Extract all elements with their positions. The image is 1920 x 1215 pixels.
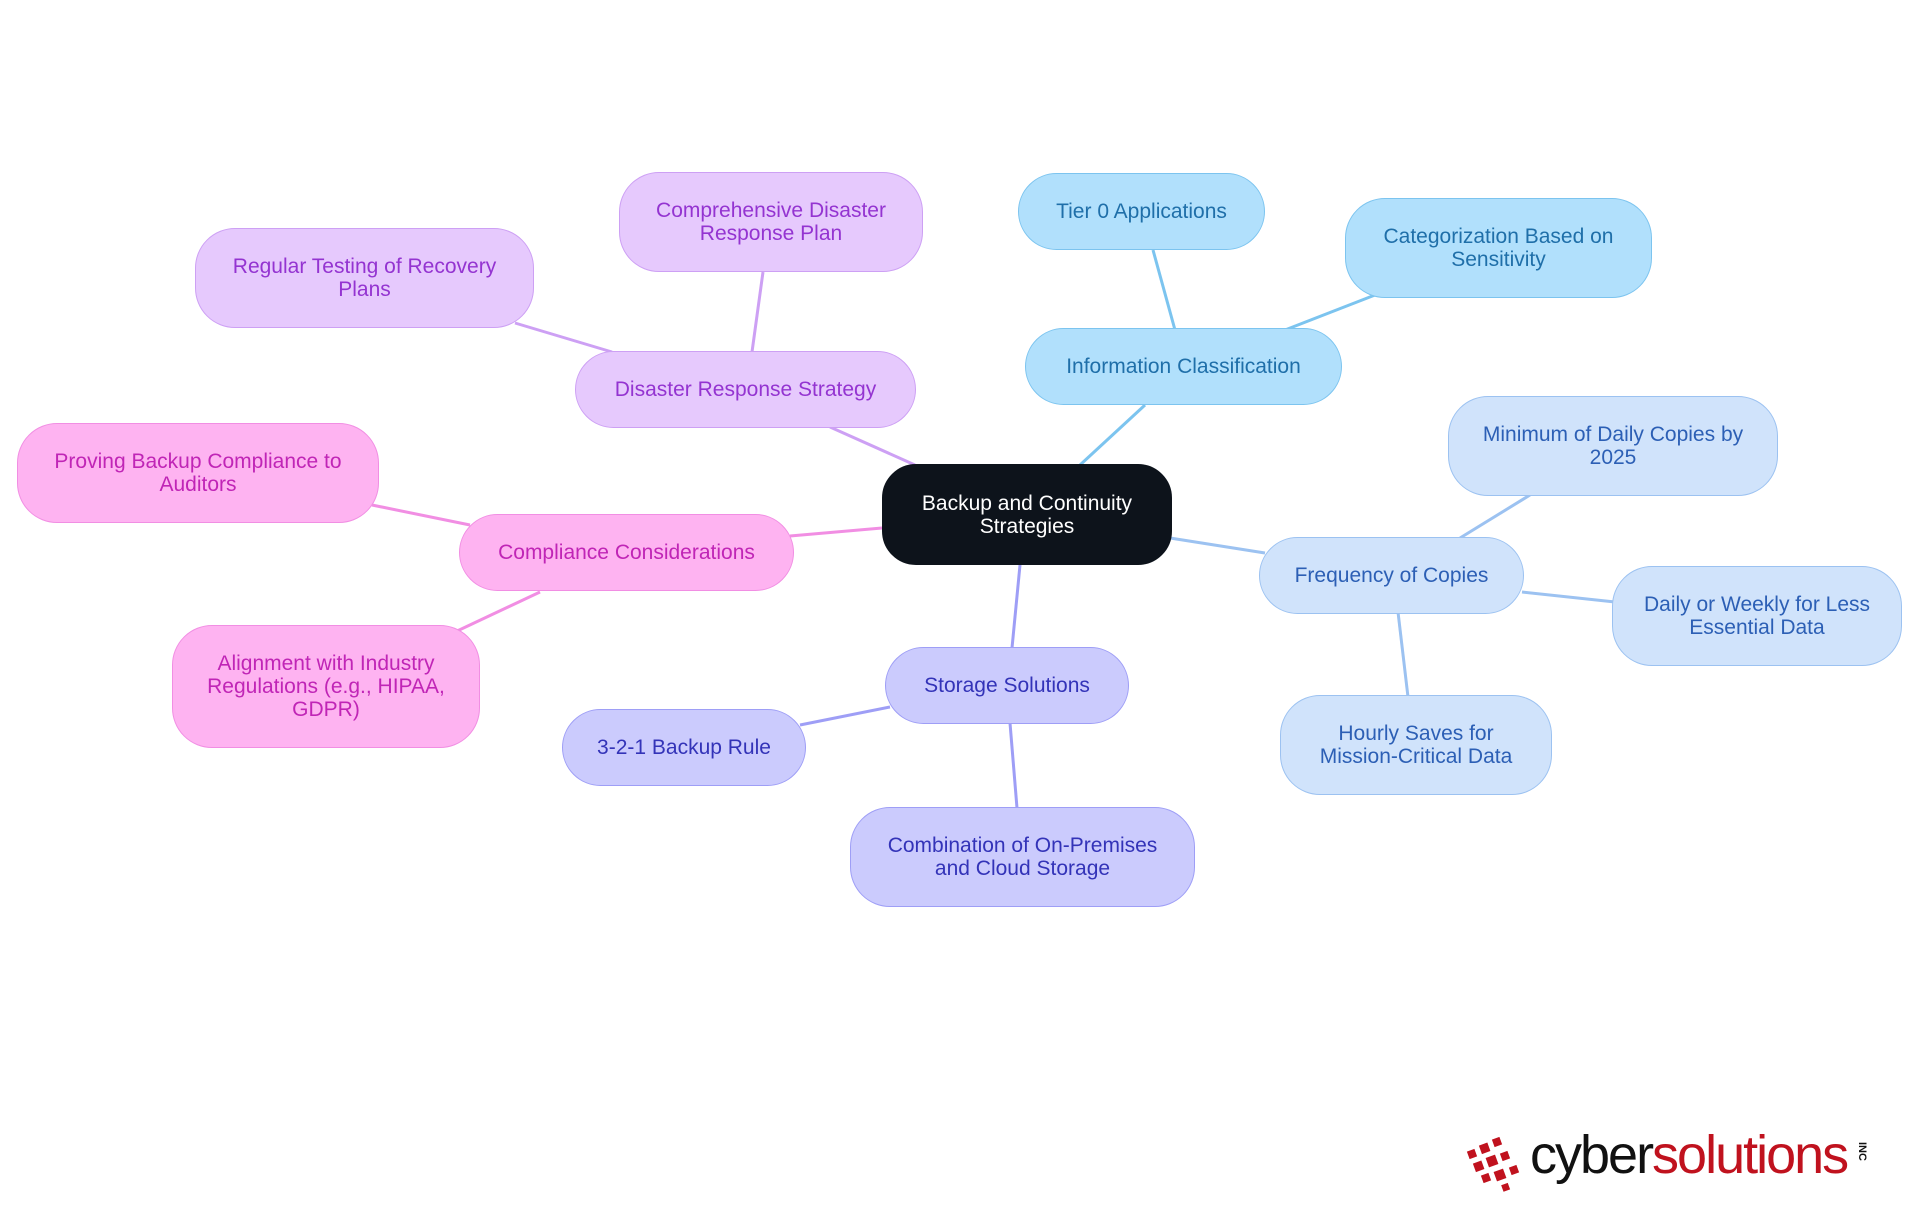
leaf-comprehensive-disaster-plan: Comprehensive Disaster Response Plan <box>619 172 923 272</box>
leaf-label: Proving Backup Compliance to Auditors <box>54 450 342 496</box>
logo-text-cyber: cyber <box>1530 1125 1654 1185</box>
logo-wordmark: cybersolutions <box>1530 1124 1849 1186</box>
logo-text-solutions: solutions <box>1652 1125 1849 1185</box>
edge-compliance-proving <box>371 503 471 527</box>
root-node: Backup and Continuity Strategies <box>882 464 1172 565</box>
leaf-tier-0-applications: Tier 0 Applications <box>1018 173 1265 250</box>
edge-info-tier0 <box>1151 249 1177 331</box>
leaf-minimum-daily-copies: Minimum of Daily Copies by 2025 <box>1448 396 1778 496</box>
cybersolutions-logo: cybersolutions INC <box>1460 1120 1880 1200</box>
edge-root-compliance <box>789 526 883 538</box>
edge-compliance-alignment <box>454 590 541 634</box>
edge-root-storage <box>1010 564 1022 649</box>
branch-label: Disaster Response Strategy <box>614 378 877 401</box>
root-label: Backup and Continuity Strategies <box>921 491 1133 538</box>
leaf-label: Tier 0 Applications <box>1056 200 1227 223</box>
leaf-label: Comprehensive Disaster Response Plan <box>656 199 886 245</box>
branch-label: Compliance Considerations <box>498 541 755 564</box>
logo-mark-icon <box>1466 1136 1520 1192</box>
edge-disaster-testing <box>514 321 613 354</box>
logo-text-inc: INC <box>1856 1142 1868 1161</box>
edge-storage-321 <box>799 705 891 727</box>
leaf-regular-testing: Regular Testing of Recovery Plans <box>195 228 534 328</box>
edge-info-categorization <box>1284 293 1376 332</box>
edge-freq-minimum <box>1459 493 1531 540</box>
leaf-label: Categorization Based on Sensitivity <box>1383 225 1614 271</box>
leaf-on-prem-and-cloud: Combination of On-Premises and Cloud Sto… <box>850 807 1195 907</box>
edge-freq-hourly <box>1396 611 1410 698</box>
leaf-3-2-1-backup-rule: 3-2-1 Backup Rule <box>562 709 806 786</box>
branch-disaster-response-strategy: Disaster Response Strategy <box>575 351 916 428</box>
branch-compliance-considerations: Compliance Considerations <box>459 514 794 591</box>
leaf-alignment-with-regulations: Alignment with Industry Regulations (e.g… <box>172 625 480 748</box>
edge-storage-combo <box>1008 722 1019 809</box>
leaf-label: Combination of On-Premises and Cloud Sto… <box>887 834 1158 880</box>
branch-storage-solutions: Storage Solutions <box>885 647 1129 724</box>
edge-freq-daily <box>1521 590 1616 604</box>
leaf-daily-or-weekly: Daily or Weekly for Less Essential Data <box>1612 566 1902 666</box>
branch-label: Information Classification <box>1066 355 1301 378</box>
leaf-label: Regular Testing of Recovery Plans <box>232 255 497 301</box>
branch-label: Frequency of Copies <box>1294 564 1489 587</box>
leaf-label: Minimum of Daily Copies by 2025 <box>1482 423 1744 469</box>
leaf-label: Daily or Weekly for Less Essential Data <box>1643 593 1871 639</box>
leaf-label: Alignment with Industry Regulations (e.g… <box>207 652 445 721</box>
branch-label: Storage Solutions <box>924 674 1090 697</box>
leaf-hourly-saves: Hourly Saves for Mission-Critical Data <box>1280 695 1552 795</box>
edge-root-disaster <box>829 425 916 467</box>
branch-frequency-of-copies: Frequency of Copies <box>1259 537 1524 614</box>
edge-root-info <box>1078 403 1147 467</box>
leaf-categorization: Categorization Based on Sensitivity <box>1345 198 1652 298</box>
leaf-label: 3-2-1 Backup Rule <box>597 736 771 759</box>
edge-disaster-comprehensive <box>750 271 765 353</box>
branch-information-classification: Information Classification <box>1025 328 1342 405</box>
leaf-proving-backup-compliance: Proving Backup Compliance to Auditors <box>17 423 379 523</box>
leaf-label: Hourly Saves for Mission-Critical Data <box>1319 722 1513 768</box>
edge-root-freq <box>1169 536 1266 555</box>
